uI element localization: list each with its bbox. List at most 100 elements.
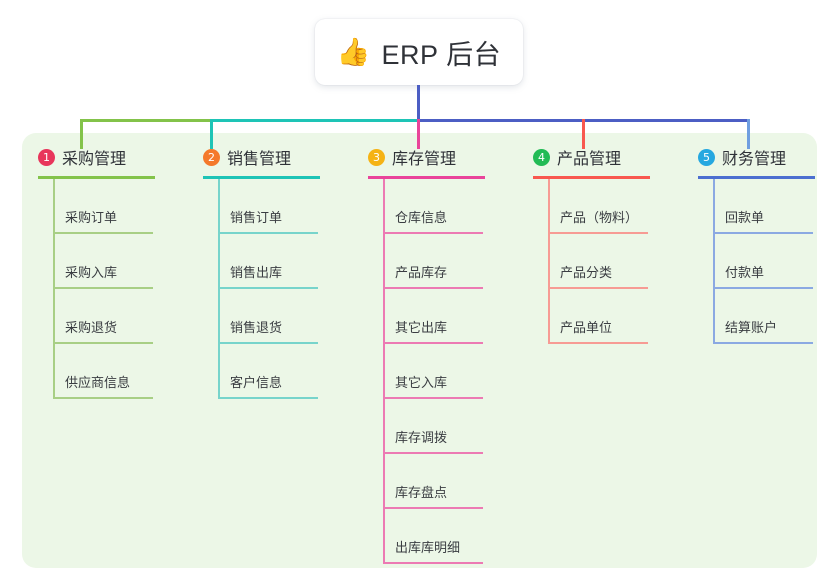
- branch-item[interactable]: 其它出库: [383, 289, 483, 344]
- branch-column-finance: 5 财务管理回款单付款单结算账户: [690, 144, 839, 344]
- branch-column-sales: 2 销售管理销售订单销售出库销售退货客户信息: [195, 144, 345, 399]
- branch-item-label: 结算账户: [725, 320, 778, 335]
- branch-item-label: 库存调拨: [395, 430, 448, 445]
- connector-drop: [80, 119, 83, 149]
- branch-header-product[interactable]: 4 产品管理: [525, 144, 675, 170]
- branch-item[interactable]: 出库库明细: [383, 509, 483, 564]
- branch-item-rule: [218, 287, 318, 289]
- branch-item[interactable]: 回款单: [713, 179, 813, 234]
- branch-column-product: 4 产品管理产品（物料） 产品分类产品单位: [525, 144, 675, 344]
- branch-item-label: 产品（物料）: [560, 210, 639, 225]
- branch-item-rule: [548, 342, 648, 344]
- branch-item[interactable]: 付款单: [713, 234, 813, 289]
- branch-item-rule: [218, 397, 318, 399]
- branch-number-badge: 3: [368, 148, 385, 166]
- branch-title: 产品管理: [557, 151, 622, 168]
- branch-item[interactable]: 采购退货: [53, 289, 153, 344]
- branch-item-label: 付款单: [725, 265, 765, 280]
- branch-item-rule: [53, 232, 153, 234]
- branch-item-label: 供应商信息: [65, 375, 131, 390]
- connector-drop: [417, 119, 420, 149]
- branch-item-label: 其它出库: [395, 320, 448, 335]
- branch-item[interactable]: 供应商信息: [53, 344, 153, 399]
- diagram-panel: [22, 133, 817, 568]
- connector-bus-segment: [80, 119, 210, 122]
- branch-header-rule: [203, 176, 320, 179]
- branch-item-label: 销售出库: [230, 265, 283, 280]
- branch-header-inventory[interactable]: 3 库存管理: [360, 144, 510, 170]
- branch-item-label: 出库库明细: [395, 540, 461, 555]
- branch-item[interactable]: 库存盘点: [383, 454, 483, 509]
- branch-header-sales[interactable]: 2 销售管理: [195, 144, 345, 170]
- branch-item-rule: [383, 287, 483, 289]
- branch-header-rule: [698, 176, 815, 179]
- branch-item[interactable]: 产品（物料）: [548, 179, 648, 234]
- branch-item-rule: [383, 562, 483, 564]
- branch-item-rule: [713, 342, 813, 344]
- branch-item-label: 回款单: [725, 210, 765, 225]
- connector-drop: [582, 119, 585, 149]
- branch-header-rule: [368, 176, 485, 179]
- branch-item-rule: [713, 287, 813, 289]
- branch-item-label: 采购订单: [65, 210, 118, 225]
- branch-item-rule: [53, 397, 153, 399]
- root-connector-stem: [417, 85, 420, 121]
- branch-item-rule: [53, 287, 153, 289]
- root-node[interactable]: 👍 ERP 后台: [315, 19, 523, 85]
- branch-title: 采购管理: [62, 151, 127, 168]
- branch-number-badge: 1: [38, 148, 55, 166]
- branch-item-rule: [383, 452, 483, 454]
- branch-header-rule: [533, 176, 650, 179]
- branch-number-badge: 5: [698, 148, 715, 166]
- branch-item[interactable]: 销售退货: [218, 289, 318, 344]
- branch-item[interactable]: 销售订单: [218, 179, 318, 234]
- branch-item-label: 采购退货: [65, 320, 118, 335]
- branch-item[interactable]: 仓库信息: [383, 179, 483, 234]
- branch-item-rule: [383, 232, 483, 234]
- branch-item-label: 其它入库: [395, 375, 448, 390]
- branch-item[interactable]: 产品分类: [548, 234, 648, 289]
- branch-item-rule: [548, 287, 648, 289]
- branch-item[interactable]: 结算账户: [713, 289, 813, 344]
- branch-item[interactable]: 产品库存: [383, 234, 483, 289]
- branch-item-label: 采购入库: [65, 265, 118, 280]
- branch-spine: [383, 179, 385, 564]
- branch-header-procurement[interactable]: 1 采购管理: [30, 144, 180, 170]
- branch-number-badge: 4: [533, 148, 550, 166]
- connector-drop: [747, 119, 750, 149]
- branch-spine: [713, 179, 715, 344]
- branch-item-rule: [383, 507, 483, 509]
- branch-number-badge: 2: [203, 148, 220, 166]
- branch-item[interactable]: 采购订单: [53, 179, 153, 234]
- branch-spine: [53, 179, 55, 399]
- connector-bus-segment: [210, 119, 418, 122]
- branch-item-label: 销售订单: [230, 210, 283, 225]
- branch-item[interactable]: 其它入库: [383, 344, 483, 399]
- root-node-label: ERP 后台: [381, 39, 502, 70]
- branch-item-rule: [548, 232, 648, 234]
- branch-spine: [548, 179, 550, 344]
- branch-title: 销售管理: [227, 151, 292, 168]
- branch-item[interactable]: 采购入库: [53, 234, 153, 289]
- branch-item-label: 产品库存: [395, 265, 448, 280]
- branch-item-label: 产品单位: [560, 320, 613, 335]
- branch-column-procurement: 1 采购管理采购订单采购入库采购退货供应商信息: [30, 144, 180, 399]
- branch-item-rule: [53, 342, 153, 344]
- connector-drop: [210, 119, 213, 149]
- branch-title: 财务管理: [722, 151, 787, 168]
- branch-item[interactable]: 产品单位: [548, 289, 648, 344]
- thumbs-up-icon: 👍: [336, 36, 371, 68]
- branch-column-inventory: 3 库存管理仓库信息产品库存其它出库其它入库库存调拨库存盘点出库库明细: [360, 144, 510, 564]
- branch-item-rule: [713, 232, 813, 234]
- branch-item[interactable]: 客户信息: [218, 344, 318, 399]
- branch-spine: [218, 179, 220, 399]
- branch-item-label: 客户信息: [230, 375, 283, 390]
- branch-header-finance[interactable]: 5 财务管理: [690, 144, 839, 170]
- branch-title: 库存管理: [392, 151, 457, 168]
- branch-header-rule: [38, 176, 155, 179]
- branch-item[interactable]: 库存调拨: [383, 399, 483, 454]
- branch-item-rule: [218, 342, 318, 344]
- branch-item-label: 仓库信息: [395, 210, 448, 225]
- branch-item-rule: [218, 232, 318, 234]
- branch-item[interactable]: 销售出库: [218, 234, 318, 289]
